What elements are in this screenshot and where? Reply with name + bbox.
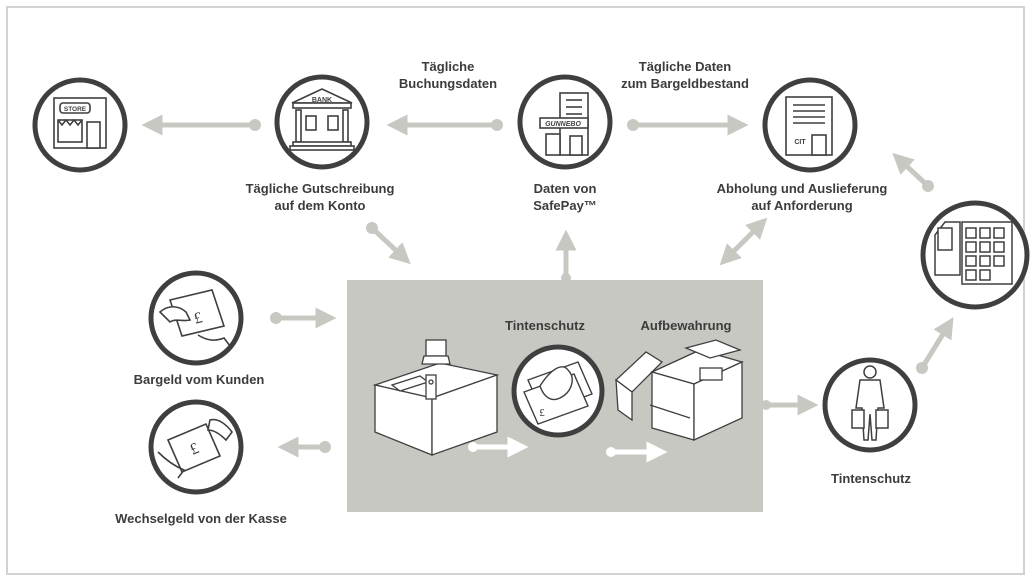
arrow-bank-to-panel	[366, 222, 411, 265]
label-safepay-data: Daten von SafePay™	[533, 181, 597, 213]
label-cash-from-customer: Bargeld vom Kunden	[133, 372, 265, 387]
pound-symbol: £	[539, 407, 545, 419]
label-storage: Aufbewahrung	[640, 318, 732, 333]
label-daily-booking-data: Tägliche Buchungsdaten	[398, 59, 498, 91]
courier-with-cash-bags-icon	[822, 357, 918, 453]
arrow-panel-to-change	[277, 436, 331, 458]
internal-white-arrows	[468, 436, 668, 463]
arrow-cit-panel-bidirectional	[719, 217, 768, 266]
store-sign-text: STORE	[64, 106, 87, 113]
gunnebo-building-icon: GUNNEBO	[517, 74, 613, 170]
ink-protection-illustration: £	[511, 344, 605, 438]
label-change-from-register: Wechselgeld von der Kasse	[115, 511, 287, 526]
arrow-internal-2	[606, 441, 668, 463]
label-daily-cash-data: Tägliche Daten zum Bargeldbestand	[621, 59, 749, 91]
safe-storage-illustration	[614, 339, 744, 442]
label-ink-protection-transport: Tintenschutz	[831, 471, 911, 486]
arrow-transport-to-truck	[916, 317, 954, 374]
cash-from-customer-icon: £	[148, 270, 244, 366]
store-icon: STORE	[32, 77, 128, 173]
diagram-frame	[6, 6, 1025, 575]
flow-arrows	[141, 114, 954, 458]
cash-recycler-counter-illustration	[372, 339, 500, 456]
arrow-panel-to-safepay	[555, 229, 577, 283]
arrow-safepay-to-bank	[386, 114, 503, 136]
bank-sign-text: BANK	[312, 97, 332, 104]
cit-building-icon: CIT	[762, 77, 858, 173]
bank-icon: BANK	[274, 74, 370, 170]
label-ink-protection-box: Tintenschutz	[505, 318, 585, 333]
cash-transport-vehicle-icon	[920, 200, 1030, 310]
change-from-register-icon: £	[148, 399, 244, 495]
arrow-bank-to-store	[141, 114, 261, 136]
label-pickup-delivery: Abholung und Auslieferung auf Anforderun…	[716, 181, 888, 213]
pound-symbol: £	[192, 309, 204, 327]
arrow-panel-to-transport	[761, 394, 819, 416]
label-daily-credit: Tägliche Gutschreibung auf dem Konto	[245, 181, 395, 213]
cit-sign-text: CIT	[794, 139, 806, 146]
arrow-truck-to-cit	[892, 152, 934, 192]
arrow-internal-1	[468, 436, 529, 458]
arrow-safepay-to-cit	[627, 114, 749, 136]
gunnebo-sign-text: GUNNEBO	[545, 121, 581, 128]
arrow-customer-to-panel	[270, 307, 337, 329]
